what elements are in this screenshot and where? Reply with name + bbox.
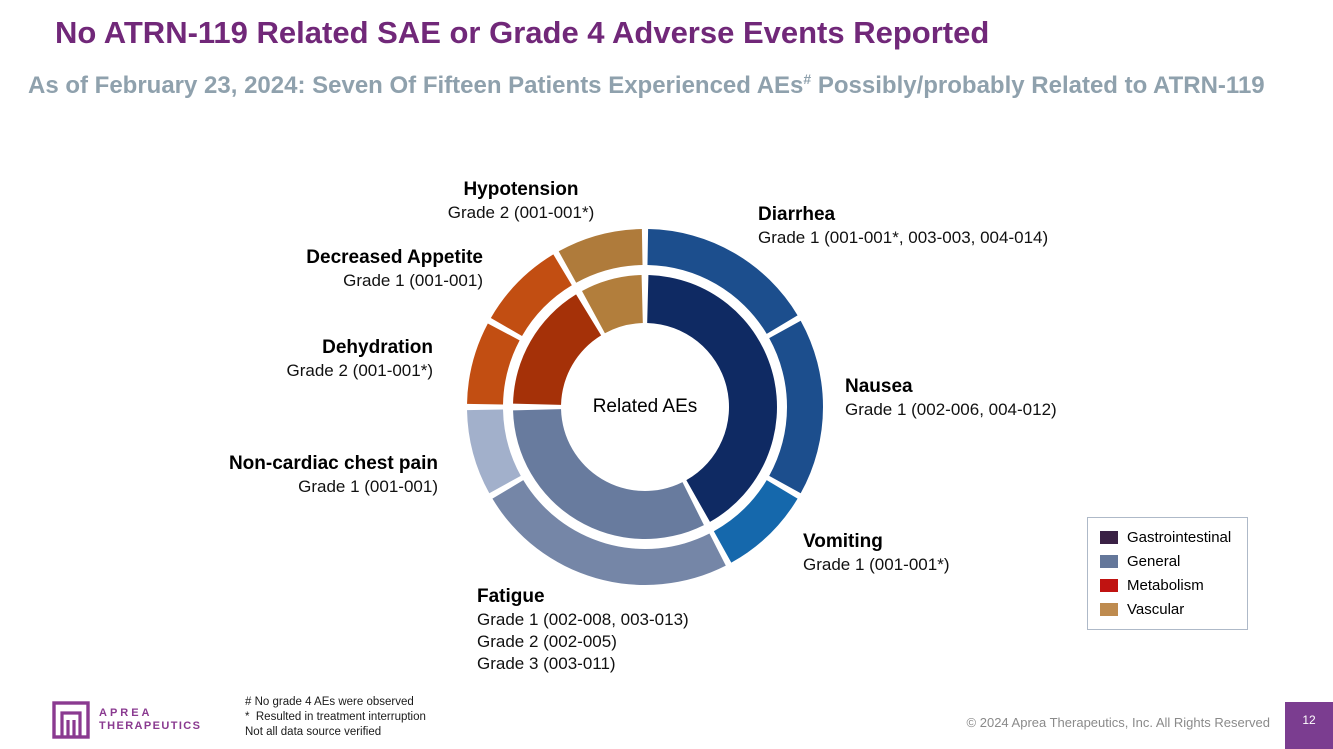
page-number: 12 [1302,713,1316,727]
ae-grade-line: Grade 1 (001-001*, 003-003, 004-014) [758,228,1049,247]
donut-inner-segment-gastrointestinal [647,275,778,522]
slide-title: No ATRN-119 Related SAE or Grade 4 Adver… [55,15,990,50]
donut-inner-segment-metabolism [513,294,602,405]
donut-outer-segment-dehydration [467,323,520,405]
footnotes: # No grade 4 AEs were observed * Resulted… [245,695,426,740]
ae-grade-line: Grade 2 (002-005) [477,632,617,651]
ae-name: Fatigue [477,586,545,607]
donut-outer-segment-nausea [769,320,824,494]
adverse-events-sunburst-chart [467,229,824,585]
footnote-line: * Resulted in treatment interruption [245,711,426,723]
ae-grade-line: Grade 1 (001-001) [343,271,483,290]
donut-outer-segment-hypotension [558,229,643,283]
aprea-logo-icon [52,701,90,739]
legend-label: General [1127,553,1181,570]
legend-label: Vascular [1127,601,1185,618]
ae-grade-line: Grade 2 (001-001*) [286,361,433,380]
legend-swatch-general [1100,555,1118,568]
donut-outer-segment-vomiting [713,480,798,563]
ae-name: Non-cardiac chest pain [228,453,438,474]
donut-outer-segment-non-cardiac-chest-pain [467,409,521,494]
logo-line1: APREA [99,707,153,719]
legend-label: Metabolism [1127,577,1204,594]
logo-line2: THERAPEUTICS [99,720,202,732]
legend-item-metabolism: Metabolism [1100,577,1237,594]
ae-grade-line: Grade 1 (001-001) [298,477,438,496]
donut-outer-segment-decreased-appetite [490,254,572,336]
legend-item-gastrointestinal: Gastrointestinal [1100,529,1237,546]
ae-grade-line: Grade 1 (002-006, 004-012) [845,400,1057,419]
legend-swatch-gastrointestinal [1100,531,1118,544]
subtitle-text: As of February 23, 2024: Seven Of Fiftee… [28,72,804,99]
subtitle-text-continued: Possibly/probably Related to ATRN-119 [811,72,1265,99]
legend-item-vascular: Vascular [1100,601,1237,618]
chart-center-label: Related AEs [592,396,698,417]
donut-outer-segment-fatigue [492,480,726,585]
legend-label: Gastrointestinal [1127,529,1232,546]
legend-swatch-vascular [1100,603,1118,616]
donut-outer-segment-diarrhea [647,229,798,334]
footnote-line: Not all data source verified [245,726,382,738]
legend-swatch-metabolism [1100,579,1118,592]
ae-name: Diarrhea [758,204,836,225]
slide-subtitle: As of February 23, 2024: Seven Of Fiftee… [28,71,1265,100]
ae-grade-line: Grade 1 (001-001*) [803,555,950,574]
ae-name: Nausea [845,376,913,397]
aprea-logo: APREA THERAPEUTICS [52,701,201,739]
ae-grade-line: Grade 2 (001-001*) [447,203,595,222]
copyright: © 2024 Aprea Therapeutics, Inc. All Righ… [966,715,1270,730]
donut-inner-segment-general [513,409,704,540]
legend-item-general: General [1100,553,1237,570]
aprea-logo-text: APREA THERAPEUTICS [99,707,201,733]
ae-name: Decreased Appetite [306,247,483,268]
ae-name: Dehydration [322,337,433,358]
subtitle-footnote-marker: # [803,71,812,87]
ae-name: Vomiting [803,531,883,552]
footnote-line: # No grade 4 AEs were observed [245,696,414,708]
ae-grade-line: Grade 3 (003-011) [477,654,616,673]
ae-grade-line: Grade 1 (002-008, 003-013) [477,610,689,629]
page-number-badge: 12 [1285,702,1333,749]
ae-name: Hypotension [463,179,579,200]
donut-inner-segment-vascular [581,275,643,334]
